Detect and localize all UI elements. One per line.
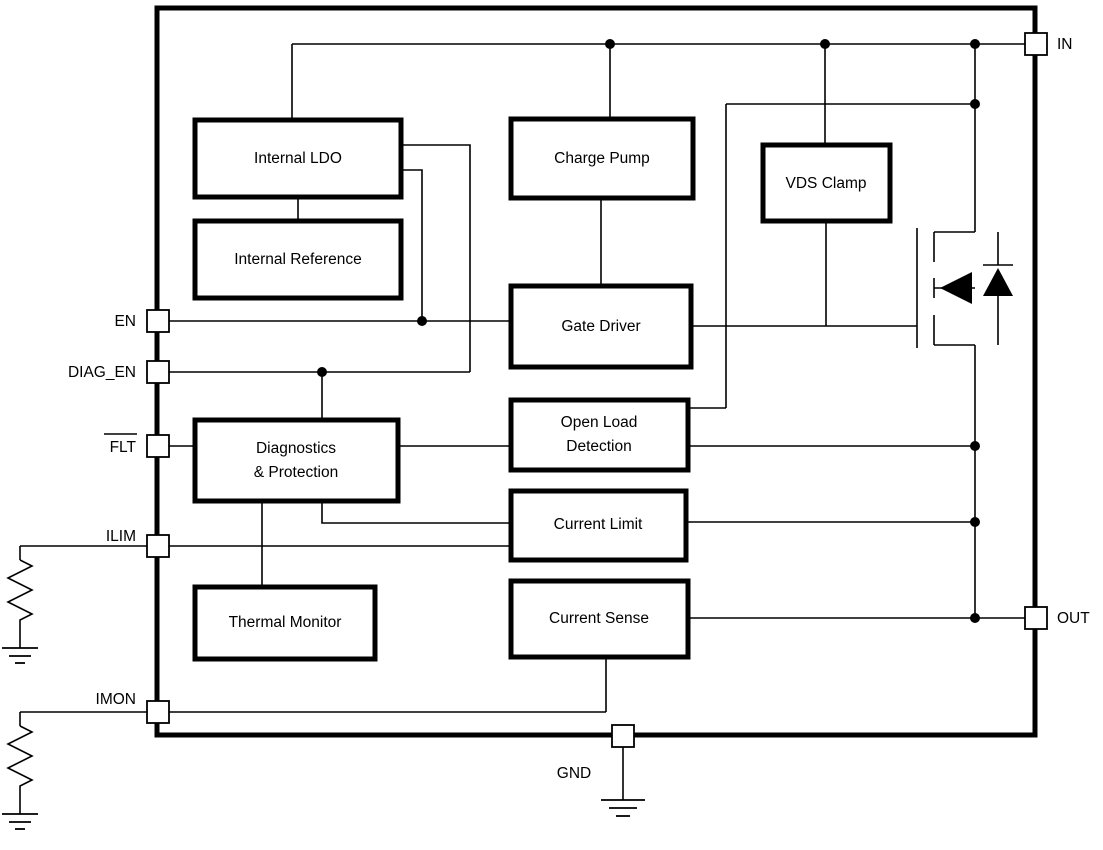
pin-out-square[interactable] <box>1024 606 1048 630</box>
block-current-sense-label: Current Sense <box>549 610 649 627</box>
block-charge-pump-box[interactable] <box>508 116 696 201</box>
block-thermal-monitor-box[interactable] <box>192 584 378 662</box>
pin-in-square[interactable] <box>1024 32 1048 56</box>
junction-dot <box>970 517 980 527</box>
block-internal-ldo-label: Internal LDO <box>254 150 342 167</box>
wire-ldo-out-en <box>401 169 423 321</box>
pin-out-label: OUT <box>1057 610 1090 627</box>
block-internal-reference[interactable]: Internal Reference <box>192 218 404 301</box>
block-current-limit-label: Current Limit <box>554 516 643 533</box>
block-diagnostics-protection-label-line1: Diagnostics <box>256 440 336 457</box>
block-internal-ldo[interactable]: Internal LDO <box>192 117 404 200</box>
block-open-load-detection-label-line2: Detection <box>566 438 631 455</box>
junction-dot <box>970 613 980 623</box>
pin-out[interactable]: OUT <box>1024 606 1090 630</box>
pin-flt[interactable]: FLT <box>104 433 170 458</box>
pin-diag-en-label: DIAG_EN <box>68 364 136 381</box>
block-current-sense-box[interactable] <box>508 578 691 660</box>
pin-diag-en-square[interactable] <box>146 360 170 384</box>
block-thermal-monitor-label: Thermal Monitor <box>229 614 342 631</box>
block-internal-reference-label: Internal Reference <box>234 251 362 268</box>
block-thermal-monitor[interactable]: Thermal Monitor <box>192 584 378 662</box>
ilim-resistor-network <box>2 546 38 664</box>
block-internal-reference-box[interactable] <box>192 218 404 301</box>
block-open-load-detection-box[interactable] <box>508 397 691 473</box>
pin-gnd-label: GND <box>557 765 591 782</box>
block-charge-pump[interactable]: Charge Pump <box>508 116 696 201</box>
mosfet-bulk-arrow <box>940 272 972 304</box>
pin-ilim[interactable]: ILIM <box>106 528 170 558</box>
block-vds-clamp[interactable]: VDS Clamp <box>760 142 893 224</box>
block-open-load-detection[interactable]: Open Load Detection <box>508 397 691 473</box>
block-vds-clamp-label: VDS Clamp <box>786 175 867 192</box>
block-current-sense[interactable]: Current Sense <box>508 578 691 660</box>
body-diode-triangle <box>983 268 1013 296</box>
imon-resistor-zigzag <box>6 725 34 814</box>
pin-in[interactable]: IN <box>1024 32 1073 56</box>
junction-dot <box>417 316 427 326</box>
ilim-resistor-zigzag <box>6 559 34 648</box>
pin-en-square[interactable] <box>146 309 170 333</box>
imon-resistor-network <box>2 712 38 830</box>
power-nmos-fet <box>916 228 1013 348</box>
wire-layer <box>20 43 1035 800</box>
pin-ilim-label: ILIM <box>106 528 136 545</box>
wire-ldo-out-diagen <box>401 144 471 372</box>
pin-imon[interactable]: IMON <box>96 691 170 724</box>
block-gate-driver-box[interactable] <box>508 283 694 370</box>
junction-dot-layer <box>317 39 980 623</box>
junction-dot <box>820 39 830 49</box>
pin-layer: IN OUT EN DIAG_EN FLT ILIM <box>68 32 1090 782</box>
block-diagnostics-protection-label-line2: & Protection <box>254 464 338 481</box>
block-gate-driver[interactable]: Gate Driver <box>508 283 694 370</box>
block-current-limit[interactable]: Current Limit <box>508 488 689 563</box>
pin-gnd[interactable]: GND <box>557 724 635 782</box>
pin-ilim-square[interactable] <box>146 534 170 558</box>
junction-dot <box>970 39 980 49</box>
block-charge-pump-label: Charge Pump <box>554 150 650 167</box>
block-layer: Internal LDO Internal Reference Charge P… <box>192 116 893 662</box>
ground-symbol <box>601 799 645 817</box>
pin-gnd-square[interactable] <box>611 724 635 748</box>
block-open-load-detection-label-line1: Open Load <box>561 414 638 431</box>
pin-flt-square[interactable] <box>146 434 170 458</box>
block-vds-clamp-box[interactable] <box>760 142 893 224</box>
junction-dot <box>970 99 980 109</box>
block-current-limit-box[interactable] <box>508 488 689 563</box>
pin-imon-square[interactable] <box>146 700 170 724</box>
pin-en[interactable]: EN <box>114 309 170 333</box>
pin-in-label: IN <box>1057 36 1073 53</box>
pin-imon-label: IMON <box>96 691 136 708</box>
wire-diagnostics-to-currentlimit <box>321 501 511 524</box>
block-internal-ldo-box[interactable] <box>192 117 404 200</box>
block-gate-driver-label: Gate Driver <box>561 318 640 335</box>
junction-dot <box>970 441 980 451</box>
junction-dot <box>317 367 327 377</box>
block-diagnostics-protection[interactable]: Diagnostics & Protection <box>192 417 401 504</box>
pin-en-label: EN <box>114 313 136 330</box>
pin-diag-en[interactable]: DIAG_EN <box>68 360 170 384</box>
block-diagnostics-protection-box[interactable] <box>192 417 401 504</box>
junction-dot <box>605 39 615 49</box>
pin-flt-label: FLT <box>110 439 137 456</box>
